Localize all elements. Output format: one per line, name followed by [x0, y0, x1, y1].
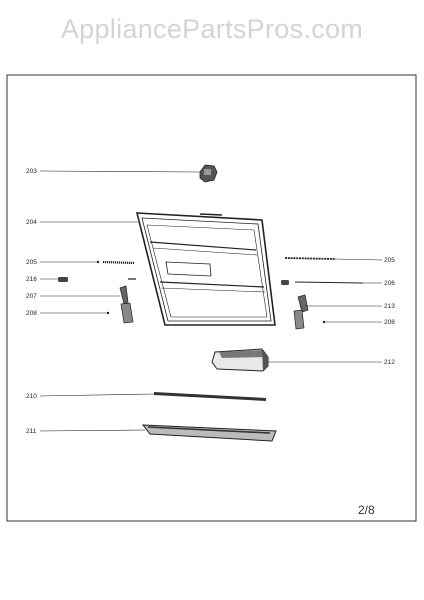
part-handle — [211, 348, 269, 372]
callout-right-1: 205 — [384, 257, 395, 264]
callout-right-4: 208 — [384, 319, 395, 326]
part-hinge-right — [293, 294, 326, 330]
part-spring-left — [96, 260, 135, 265]
callout-left-2: 204 — [26, 219, 37, 226]
part-bottom-seal — [141, 424, 277, 442]
callout-left-3: 205 — [26, 259, 37, 266]
page-number: 2/8 — [358, 503, 375, 517]
watermark: AppliancePartsPros.com — [60, 14, 364, 44]
callout-left-8: 211 — [26, 428, 37, 435]
diagram-frame — [6, 74, 417, 522]
part-rod-right — [281, 280, 364, 285]
callout-right-5: 212 — [384, 359, 395, 366]
leader-lines-right — [268, 258, 383, 363]
leader-lines-left — [39, 170, 201, 432]
part-door-panel — [135, 212, 276, 326]
callout-left-5: 207 — [26, 293, 37, 300]
callout-left-1: 203 — [26, 168, 37, 175]
callout-left-4: 216 — [26, 276, 37, 283]
callout-left-7: 210 — [26, 393, 37, 400]
part-latch-knob — [199, 164, 218, 183]
part-spring-right — [284, 257, 336, 260]
callout-right-3: 213 — [384, 303, 395, 310]
callout-right-2: 206 — [384, 280, 395, 287]
part-pin-left — [58, 277, 136, 282]
part-strip — [154, 392, 266, 401]
callout-left-6: 208 — [26, 310, 37, 317]
part-hinge-left — [106, 285, 134, 324]
